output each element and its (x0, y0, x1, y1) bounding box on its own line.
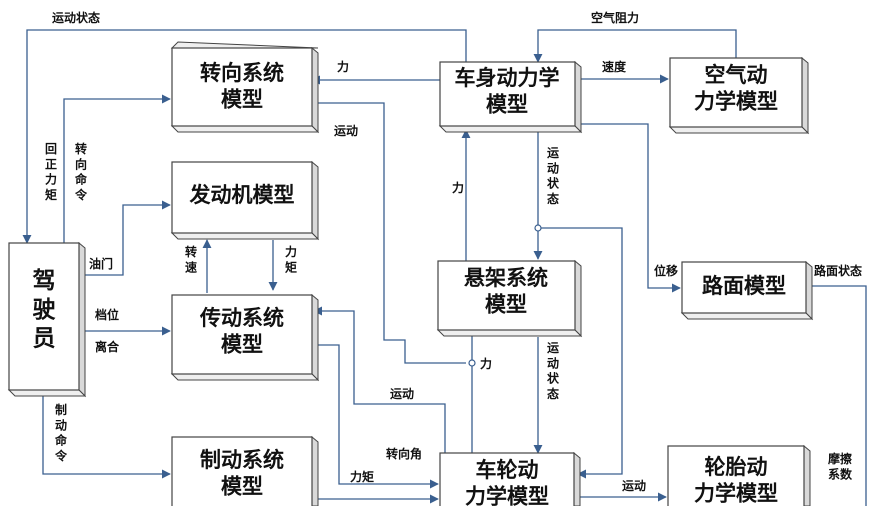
label-motion-state-body: 运动状态 (547, 146, 560, 206)
label-motion-state-susp: 运动状态 (547, 341, 560, 401)
transmission-title: 传动系统模型 (199, 306, 284, 356)
box-road: 路面模型 (680, 260, 814, 321)
label-clutch: 离合 (95, 339, 120, 354)
box-vehicle-body: 车身动力学模型 (438, 60, 583, 134)
conn-steering-to-wheel (310, 102, 466, 364)
label-return-torque: 回正力矩 (44, 142, 57, 202)
label-torque-eng: 力矩 (284, 244, 297, 274)
label-steer-angle: 转向角 (386, 446, 422, 461)
box-suspension: 悬架系统模型 (436, 259, 583, 338)
conn-driver-to-brake (42, 392, 171, 479)
connector-labels: 运动状态 空气阻力 力 速度 回正力矩 转向命令 运动 运动状态 力 油门 转速… (44, 10, 862, 493)
label-friction: 摩擦系数 (828, 451, 853, 481)
label-displacement: 位移 (654, 263, 678, 278)
braking-title: 制动系统模型 (200, 448, 284, 498)
junction-circle (534, 224, 542, 232)
label-motion-state-top: 运动状态 (52, 10, 100, 25)
label-motion-trans: 运动 (390, 387, 414, 401)
conn-driver-to-steering (63, 94, 171, 243)
conn-trans-to-wheel (314, 344, 439, 489)
box-driver: 驾驶员 (7, 241, 87, 398)
box-transmission: 传动系统模型 (170, 293, 320, 382)
connectors (22, 29, 867, 506)
label-brake-cmd: 制动命令 (54, 402, 68, 463)
label-force-steering: 力 (337, 59, 349, 74)
conn-road-to-tire (810, 285, 867, 506)
box-braking: 制动系统模型 (171, 435, 319, 506)
aero-title: 空气动力学模型 (694, 63, 778, 113)
steering-title: 转向系统模型 (200, 61, 284, 111)
label-rot-speed: 转速 (185, 244, 197, 274)
label-speed: 速度 (602, 59, 627, 74)
box-engine: 发动机模型 (170, 160, 320, 241)
conn-body-motion-to-wheel (538, 227, 623, 479)
label-air-resistance: 空气阻力 (591, 10, 639, 25)
label-gear: 档位 (95, 307, 119, 322)
suspension-title: 悬架系统模型 (464, 266, 548, 316)
label-throttle: 油门 (89, 256, 113, 271)
label-steer-cmd: 转向命令 (74, 141, 88, 202)
conn-wheel-to-trans (313, 306, 446, 453)
box-aero: 空气动力学模型 (668, 56, 810, 135)
label-force-susp: 力 (452, 180, 464, 195)
road-title: 路面模型 (702, 274, 786, 298)
conn-driver-to-engine (84, 200, 171, 276)
driver-title: 驾驶员 (33, 268, 56, 352)
label-motion-steering: 运动 (334, 124, 358, 138)
conn-aero-to-body (533, 29, 737, 63)
label-motion-wheel: 运动 (622, 479, 646, 493)
label-torque-trans: 力矩 (350, 469, 374, 484)
label-force-mid: 力 (480, 356, 492, 371)
label-road-state: 路面状态 (814, 263, 862, 278)
engine-title: 发动机模型 (189, 183, 295, 207)
box-tire: 轮胎动力学模型 (667, 444, 811, 506)
tire-title: 轮胎动力学模型 (694, 455, 778, 505)
box-steering: 转向系统模型 (170, 41, 320, 134)
conn-body-to-road (578, 123, 681, 293)
vehicle-body-title: 车身动力学模型 (455, 66, 560, 116)
conn-body-to-driver (22, 29, 467, 244)
junction-circle (468, 359, 476, 367)
wheel-title: 车轮动力学模型 (465, 458, 549, 506)
box-wheel: 车轮动力学模型 (439, 451, 581, 506)
